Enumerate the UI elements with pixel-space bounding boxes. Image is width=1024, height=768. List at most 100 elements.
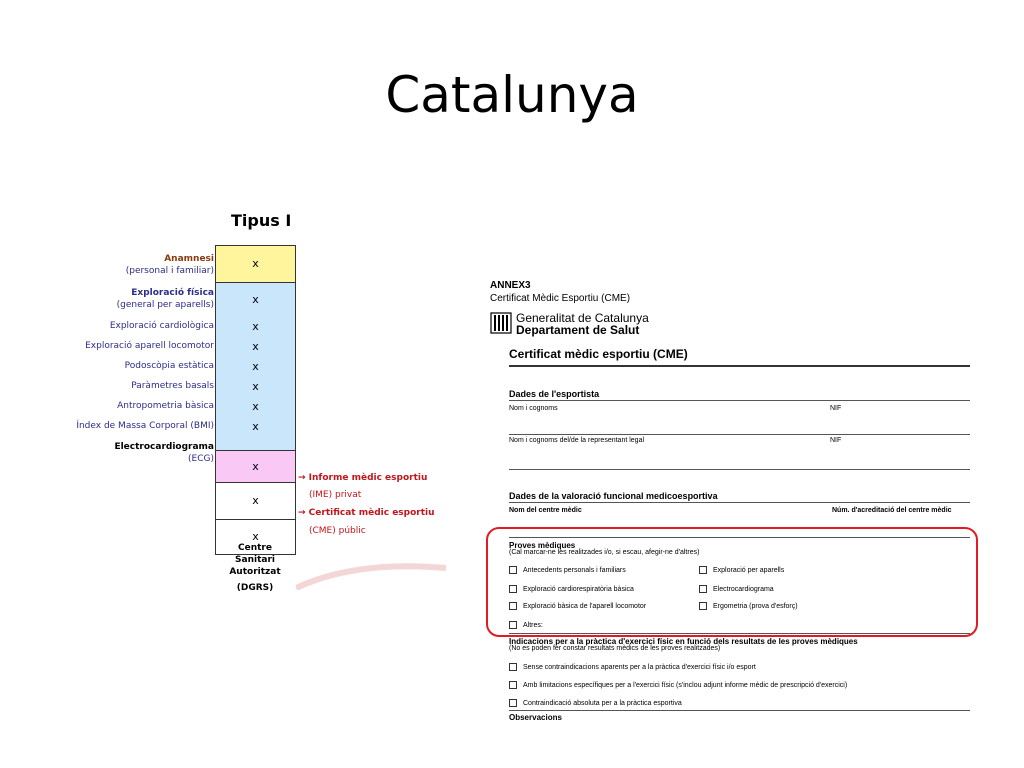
field-label: NIF (830, 405, 842, 412)
table-footer: Centre Sanitari Autoritzat (DGRS) (219, 542, 291, 594)
field-label: Nom del centre mèdic (509, 507, 582, 514)
field-label: Núm. d'acreditació del centre mèdic (832, 507, 952, 514)
checkbox-label: Antecedents personals i familiars (523, 566, 626, 574)
table-header: Tipus I (231, 211, 292, 230)
checkbox[interactable] (509, 602, 517, 610)
checkbox-item[interactable]: Electrocardiograma (699, 585, 774, 593)
table-cell: x (252, 530, 259, 543)
divider (509, 710, 970, 711)
divider (509, 400, 970, 401)
highlight-box (486, 527, 978, 637)
checkbox-item[interactable]: Sense contraindicacions aparents per a l… (509, 663, 756, 671)
row-label: Anamnesi (164, 254, 214, 264)
checkbox-item[interactable]: Exploració bàsica de l'aparell locomotor (509, 602, 646, 610)
ime-annotation: (IME) privat (309, 490, 362, 500)
table-cell: x (252, 460, 259, 473)
annex-subtitle: Certificat Mèdic Esportiu (CME) (490, 293, 631, 304)
table-cell: x (252, 420, 259, 433)
checkbox[interactable] (509, 699, 517, 707)
checkbox[interactable] (509, 663, 517, 671)
checkbox[interactable] (509, 585, 517, 593)
checkbox-label: Contraindicació absoluta per a la pràcti… (523, 699, 682, 707)
checkbox-item[interactable]: Contraindicació absoluta per a la pràcti… (509, 699, 682, 707)
table-cell: x (252, 340, 259, 353)
generalitat-logo-icon (490, 312, 512, 334)
observacions-label: Observacions (509, 713, 562, 722)
field-label: Nom i cognoms (509, 405, 558, 412)
table-cell: x (252, 360, 259, 373)
document-title: Certificat mèdic esportiu (CME) (509, 347, 688, 361)
indicacions-note: (No es poden fer constar resultats mèdic… (509, 645, 721, 652)
row-label: Exploració cardiològica (109, 321, 214, 331)
decorative-swoosh (296, 563, 446, 590)
row-label: (ECG) (188, 454, 214, 464)
footer-line: Autoritzat (229, 567, 281, 577)
field-label: Nom i cognoms del/de la representant leg… (509, 437, 645, 444)
divider (509, 365, 970, 367)
section-heading: Dades de la valoració funcional medicoes… (509, 491, 718, 501)
checkbox[interactable] (509, 621, 517, 629)
cme-block: x (216, 519, 295, 554)
department-name: Departament de Salut (516, 323, 640, 337)
cme-annotation: → Certificat mèdic esportiu (298, 508, 435, 518)
proves-title: Proves mèdiques (509, 541, 576, 550)
checkbox-item[interactable]: Ergometria (prova d'esforç) (699, 602, 798, 610)
checkbox-label: Electrocardiograma (713, 585, 774, 593)
checkbox[interactable] (509, 566, 517, 574)
divider (509, 537, 970, 538)
checkbox[interactable] (509, 681, 517, 689)
checkbox-item[interactable]: Exploració per aparells (699, 566, 784, 574)
generalitat-text: Generalitat de Catalunya Departament de … (516, 312, 649, 336)
field-label: NIF (830, 437, 842, 444)
checkbox[interactable] (699, 566, 707, 574)
row-label: Paràmetres basals (131, 381, 214, 391)
table-cell: x (252, 380, 259, 393)
annex-header: ANNEX3 Certificat Mèdic Esportiu (CME) (490, 279, 630, 305)
checkbox-label: Exploració cardiorespiratòria bàsica (523, 585, 634, 593)
row-label: Exploració física (131, 288, 214, 298)
table-cell: x (252, 494, 259, 507)
annex-label: ANNEX3 (490, 280, 531, 291)
footer-line: (DGRS) (236, 583, 274, 593)
checkbox-item[interactable]: Antecedents personals i familiars (509, 566, 626, 574)
checkbox[interactable] (699, 585, 707, 593)
ime-annotation: → Informe mèdic esportiu (298, 473, 428, 483)
divider (509, 502, 970, 503)
section-heading: Dades de l'esportista (509, 389, 600, 399)
row-label: Antropometria bàsica (117, 401, 214, 411)
checkbox-item[interactable]: Altres: (509, 621, 543, 629)
anamnesi-block: x (216, 246, 295, 282)
checkbox-label: Altres: (523, 621, 543, 629)
checkbox-label: Ergometria (prova d'esforç) (713, 602, 798, 610)
checkbox[interactable] (699, 602, 707, 610)
checkbox-item[interactable]: Exploració cardiorespiratòria bàsica (509, 585, 634, 593)
table-cell: x (252, 293, 259, 306)
generalitat-name: Generalitat de Catalunya (516, 311, 649, 325)
slide-title: Catalunya (385, 66, 639, 124)
divider (509, 434, 970, 435)
cme-annotation: (CME) públic (309, 526, 366, 536)
checkbox-label: Amb limitacions específiques per a l'exe… (523, 681, 848, 689)
table-cell: x (252, 400, 259, 413)
indicacions-title: Indicacions per a la pràctica d'exercici… (509, 637, 858, 646)
exploracio-block: x x x x x x x (216, 282, 295, 450)
row-label: Exploració aparell locomotor (85, 341, 214, 351)
checkbox-label: Sense contraindicacions aparents per a l… (523, 663, 756, 671)
checkbox-item[interactable]: Amb limitacions específiques per a l'exe… (509, 681, 847, 689)
footer-line: Centre Sanitari (235, 543, 275, 565)
ime-block: x (216, 482, 295, 519)
divider (509, 633, 970, 634)
divider (509, 469, 970, 470)
table-cell: x (252, 320, 259, 333)
ecg-block: x (216, 450, 295, 482)
checkbox-label: Exploració per aparells (713, 566, 785, 574)
row-label: Podoscòpia estàtica (124, 361, 214, 371)
row-label: Índex de Massa Corporal (BMI) (76, 421, 214, 431)
tipus-column: x x x x x x x x x x x (215, 245, 296, 555)
table-cell: x (252, 257, 259, 270)
row-label: (general per aparells) (116, 300, 214, 310)
checkbox-label: Exploració bàsica de l'aparell locomotor (523, 602, 647, 610)
proves-note: (Cal marcar-ne les realitzades i/o, si e… (509, 549, 700, 556)
row-label: (personal i familiar) (125, 266, 214, 276)
row-label: Electrocardiograma (114, 442, 214, 452)
